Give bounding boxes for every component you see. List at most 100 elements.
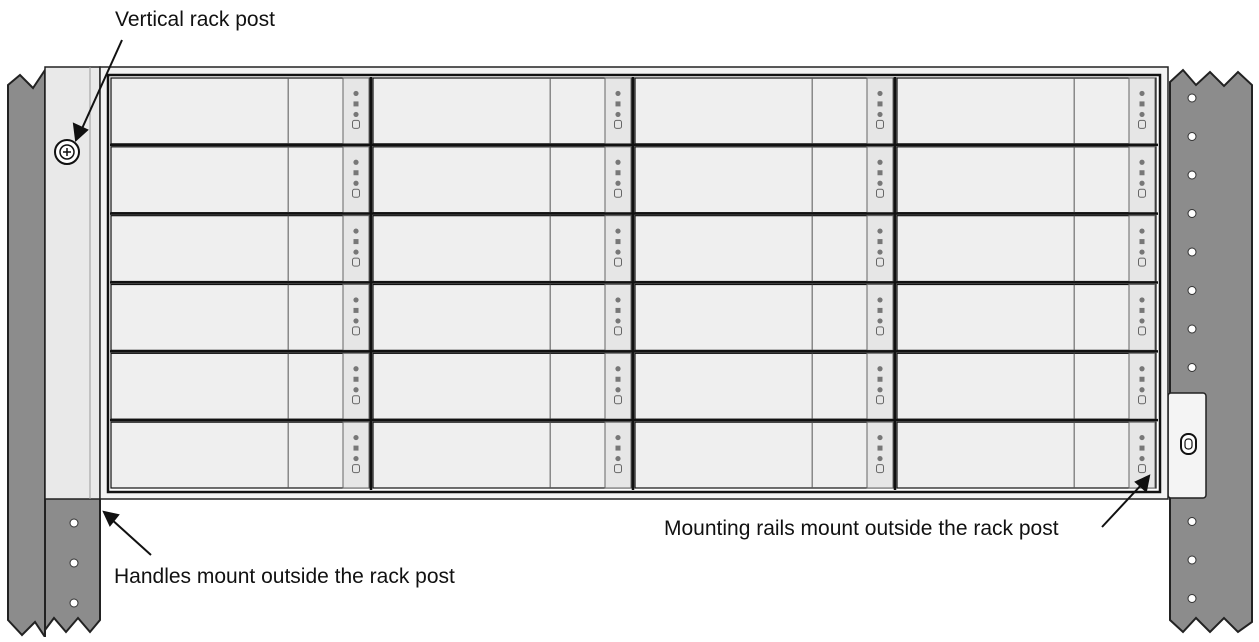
activity-led-icon xyxy=(353,434,359,441)
drive-carrier xyxy=(110,77,371,145)
release-latch-icon xyxy=(1138,326,1146,336)
status-led-icon xyxy=(353,307,359,313)
status-led-icon xyxy=(1139,376,1145,382)
drive-led-bezel xyxy=(866,77,894,145)
release-latch-icon xyxy=(1138,257,1146,267)
drive-carrier xyxy=(372,421,633,489)
drive-carrier xyxy=(896,421,1157,489)
drive-led-bezel xyxy=(866,146,894,214)
drive-carrier xyxy=(110,421,371,489)
power-led-icon xyxy=(353,318,359,324)
drive-carrier-face xyxy=(372,283,633,351)
status-led-icon xyxy=(877,170,883,176)
drive-carrier-face xyxy=(372,421,633,489)
drive-carrier xyxy=(110,352,371,420)
power-led-icon xyxy=(877,455,883,462)
release-latch-icon xyxy=(1138,464,1146,474)
drive-carrier-face xyxy=(896,215,1157,283)
left-rack-post xyxy=(7,66,46,641)
drive-carrier xyxy=(372,146,633,214)
release-latch-icon xyxy=(1138,395,1146,405)
activity-led-icon xyxy=(615,366,621,372)
handles-arrowhead xyxy=(102,510,120,527)
activity-led-icon xyxy=(353,228,359,234)
drive-carrier xyxy=(896,283,1157,351)
status-led-icon xyxy=(353,239,359,245)
activity-led-icon xyxy=(877,366,883,372)
release-latch-icon xyxy=(1138,188,1146,198)
drive-carrier xyxy=(634,283,895,351)
right-post-holes xyxy=(1187,93,1197,603)
drive-carrier-face xyxy=(372,146,633,214)
vertical-post-arrowhead xyxy=(72,122,89,143)
drive-carrier xyxy=(110,283,371,351)
drive-led-bezel xyxy=(604,421,632,489)
drive-carrier-face xyxy=(634,352,895,420)
drive-led-bezel xyxy=(342,421,370,489)
drive-led-bezel xyxy=(866,215,894,283)
status-led-icon xyxy=(877,239,883,245)
status-led-icon xyxy=(877,445,883,451)
status-led-icon xyxy=(877,307,883,313)
power-led-icon xyxy=(353,455,359,462)
power-led-icon xyxy=(353,111,359,118)
drive-led-bezel xyxy=(866,421,894,489)
activity-led-icon xyxy=(877,297,883,303)
status-led-icon xyxy=(353,101,359,107)
rack-hole xyxy=(1187,170,1197,180)
power-led-icon xyxy=(877,180,883,186)
drive-carrier-face xyxy=(634,77,895,145)
drive-carrier xyxy=(634,421,895,489)
drive-carrier xyxy=(634,215,895,283)
vertical-rack-post-label: Vertical rack post xyxy=(115,8,275,31)
drive-carrier xyxy=(634,77,895,145)
status-led-icon xyxy=(877,101,883,107)
activity-led-icon xyxy=(1139,228,1145,234)
drive-carrier-face xyxy=(372,215,633,283)
activity-led-icon xyxy=(615,434,621,441)
rack-hole xyxy=(1187,517,1197,526)
rails-arrowhead xyxy=(1134,474,1151,493)
release-latch-icon xyxy=(876,119,884,129)
drive-carrier-face xyxy=(896,283,1157,351)
power-led-icon xyxy=(1139,111,1145,118)
rack-hole xyxy=(1187,363,1197,372)
rack-hole xyxy=(1187,594,1197,603)
drive-led-bezel xyxy=(1128,215,1156,283)
drive-carrier xyxy=(372,283,633,351)
drive-carrier-face xyxy=(110,77,371,145)
drive-carrier-face xyxy=(372,77,633,145)
power-led-icon xyxy=(877,387,883,393)
left-post-holes xyxy=(69,518,79,608)
drive-led-bezel xyxy=(604,284,632,351)
drive-carrier-face xyxy=(896,77,1157,145)
release-latch-icon xyxy=(352,119,360,129)
activity-led-icon xyxy=(877,90,883,97)
drive-carrier xyxy=(372,352,633,420)
drive-led-bezel xyxy=(1128,352,1156,420)
activity-led-icon xyxy=(877,159,883,165)
activity-led-icon xyxy=(615,159,621,165)
drive-led-bezel xyxy=(1128,284,1156,351)
drive-carrier-face xyxy=(110,283,371,351)
drive-carrier-face xyxy=(110,215,371,283)
handles-leader xyxy=(109,517,152,556)
status-led-icon xyxy=(1139,445,1145,451)
drive-carrier xyxy=(372,215,633,283)
rack-hole xyxy=(1187,324,1197,334)
drive-grid xyxy=(110,77,1158,490)
power-led-icon xyxy=(615,318,621,324)
drive-carrier xyxy=(896,146,1157,214)
drive-led-bezel xyxy=(604,146,632,214)
activity-led-icon xyxy=(877,228,883,234)
drive-carrier-face xyxy=(634,146,895,214)
activity-led-icon xyxy=(615,297,621,303)
activity-led-icon xyxy=(1139,90,1145,97)
drive-carrier-face xyxy=(896,352,1157,420)
power-led-icon xyxy=(1139,318,1145,324)
drive-led-bezel xyxy=(604,77,632,145)
drive-led-bezel xyxy=(342,77,370,145)
status-led-icon xyxy=(615,445,621,451)
